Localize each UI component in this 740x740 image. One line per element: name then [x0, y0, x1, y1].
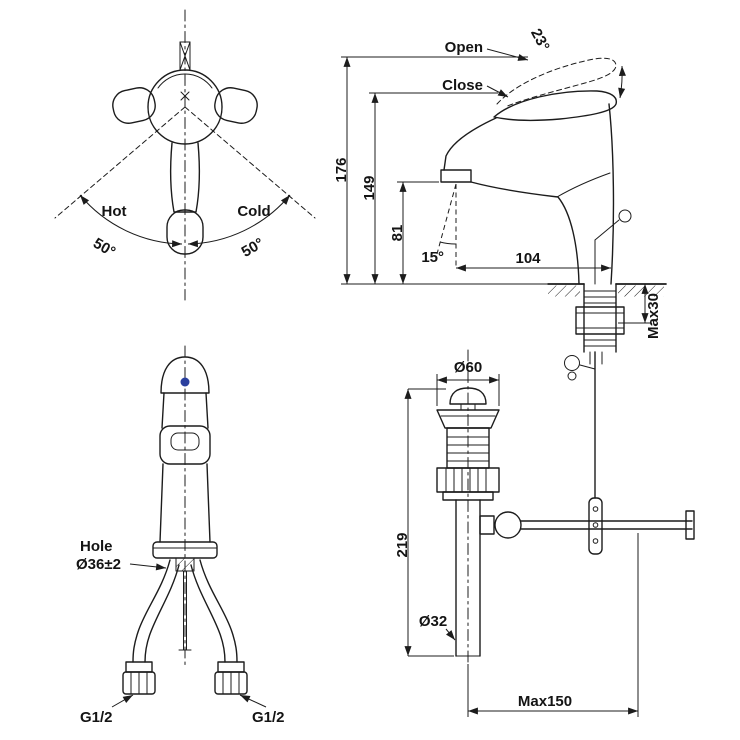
drain-dimensions — [404, 374, 639, 717]
angle-left-label: 50° — [90, 235, 118, 261]
mounting-nut — [575, 306, 625, 335]
handle-cap-front — [160, 356, 210, 394]
pivot-ball — [494, 511, 522, 539]
side-faucet-outline — [440, 57, 632, 285]
inlet-right-label: G1/2 — [252, 709, 285, 726]
aerator — [440, 169, 472, 183]
close-label: Close — [442, 77, 483, 94]
pipe-dia-label: Ø32 — [419, 613, 447, 630]
pop-up-cap — [449, 387, 487, 405]
handle-lever-top — [169, 142, 201, 213]
supply-hoses — [132, 557, 238, 663]
rod-max-label: Max150 — [518, 693, 572, 710]
pop-up-rod-assembly — [479, 351, 695, 555]
inlet-connectors — [122, 661, 248, 695]
cold-label: Cold — [237, 203, 270, 220]
hole-word-label: Hole — [80, 538, 113, 555]
side-view: Open Close 23° 176 149 81 15° 104 Max30 — [333, 26, 667, 365]
rod-end-piece — [685, 510, 695, 540]
spout-front — [159, 425, 211, 465]
handle-angle-label: 23° — [527, 26, 553, 54]
deck-max-label: Max30 — [645, 293, 662, 339]
lift-rod-knob — [618, 209, 632, 223]
top-view: Hot Cold 50° 50° — [54, 9, 316, 301]
hot-label: Hot — [102, 203, 127, 220]
hole-leader — [129, 563, 167, 571]
close-leader — [486, 85, 509, 98]
dim-176-label: 176 — [333, 157, 350, 182]
pipe-dia-leader — [445, 628, 456, 641]
swing-arc-right — [187, 194, 291, 248]
swing-arc-left — [79, 194, 183, 248]
drain-height-label: 219 — [394, 532, 411, 557]
inlet-left-leader — [111, 694, 134, 708]
inlet-left-label: G1/2 — [80, 709, 113, 726]
dim-149-label: 149 — [361, 175, 378, 200]
handle-wing-right — [214, 87, 258, 124]
hole-dia-label: Ø36±2 — [76, 556, 121, 573]
dim-104-label: 104 — [515, 250, 541, 267]
swing-angle-dimension — [54, 106, 316, 248]
flange-dia-label: Ø60 — [454, 359, 482, 376]
inlet-right-leader — [239, 694, 267, 708]
open-leader — [486, 48, 529, 61]
drain-outline — [436, 387, 500, 657]
handle-closed-position — [493, 90, 618, 122]
spray-angle-label: 15° — [421, 249, 444, 266]
handle-angle-arc — [618, 65, 626, 99]
deck-section — [341, 283, 667, 297]
spray-angle-arc — [439, 241, 457, 245]
handle-open-position — [496, 57, 617, 108]
mounting-shank — [575, 283, 625, 365]
open-label: Open — [445, 39, 483, 56]
angle-right-label: 50° — [239, 235, 267, 261]
handle-wing-left — [112, 87, 156, 124]
side-view-dimensions — [341, 48, 652, 324]
drain-flange — [436, 409, 500, 429]
spring-clip — [564, 355, 580, 371]
dim-81-label: 81 — [389, 225, 406, 242]
front-view: Hole Ø36±2 G1/2 G1/2 — [76, 345, 285, 726]
drain-view: Ø60 219 Ø32 Max150 — [394, 349, 695, 717]
handle-indicator-dot — [180, 377, 190, 387]
